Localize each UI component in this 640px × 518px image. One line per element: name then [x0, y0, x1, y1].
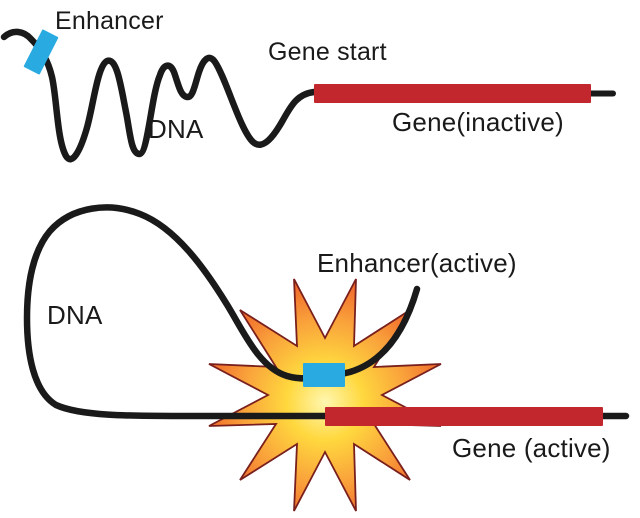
dna-label-bottom: DNA — [47, 300, 103, 330]
enhancer-element-active — [303, 363, 345, 387]
gene-inactive-label: Gene(inactive) — [392, 107, 564, 137]
enhancer-element-inactive — [23, 29, 59, 75]
active-panel: DNA Enhancer(active) Gene (active) — [23, 204, 630, 512]
enhancer-active-label: Enhancer(active) — [317, 248, 517, 278]
activation-burst — [208, 278, 442, 512]
gene-bar-active — [325, 407, 603, 426]
gene-active-label: Gene (active) — [452, 433, 611, 463]
dna-label-top: DNA — [148, 114, 204, 144]
dna-strand-coiled — [0, 28, 318, 163]
enhancer-label-inactive: Enhancer — [55, 7, 164, 35]
gene-start-label: Gene start — [268, 38, 387, 66]
gene-bar-inactive — [314, 84, 591, 103]
inactive-panel: Enhancer DNA Gene start Gene(inactive) — [0, 7, 616, 163]
